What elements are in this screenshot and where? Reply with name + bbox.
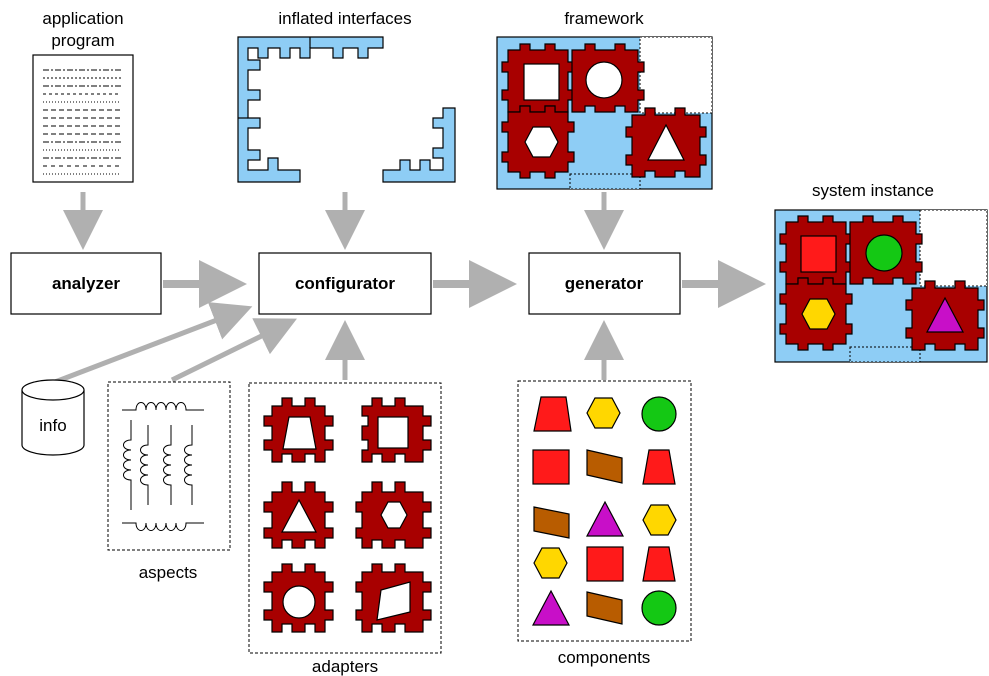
instance-red-square	[800, 235, 837, 273]
adapters-label: adapters	[312, 657, 378, 676]
aspects-coils	[122, 402, 204, 531]
instance-gold-hexagon	[801, 298, 836, 330]
application-program-label-line1: application	[42, 9, 123, 28]
inflated-interfaces-label: inflated interfaces	[278, 9, 411, 28]
system-instance-shape	[774, 209, 988, 363]
components-shapes	[532, 396, 677, 626]
analyzer-label: analyzer	[52, 274, 120, 293]
inflated-interfaces-shape	[237, 36, 456, 183]
application-program-label-line2: program	[51, 31, 114, 50]
info-database-icon	[21, 379, 85, 456]
framework-shape	[496, 36, 713, 190]
system-instance-label: system instance	[812, 181, 934, 200]
instance-magenta-triangle	[926, 296, 964, 333]
configurator-box: configurator	[258, 252, 432, 315]
components-box	[517, 380, 692, 642]
components-label: components	[558, 648, 651, 667]
generator-label: generator	[565, 274, 644, 293]
arrow-aspects-to-configurator	[170, 318, 297, 383]
generator-box: generator	[528, 252, 681, 315]
adapters-shapes	[263, 397, 432, 633]
aspects-box	[107, 381, 231, 551]
info-label: info	[39, 416, 66, 435]
arrow-info-to-configurator	[54, 302, 253, 385]
adapters-box	[248, 382, 442, 654]
application-program-document	[32, 54, 134, 183]
analyzer-box: analyzer	[10, 252, 162, 315]
configurator-label: configurator	[295, 274, 395, 293]
instance-green-circle	[865, 234, 903, 272]
aspects-label: aspects	[139, 563, 198, 582]
framework-label: framework	[564, 9, 644, 28]
